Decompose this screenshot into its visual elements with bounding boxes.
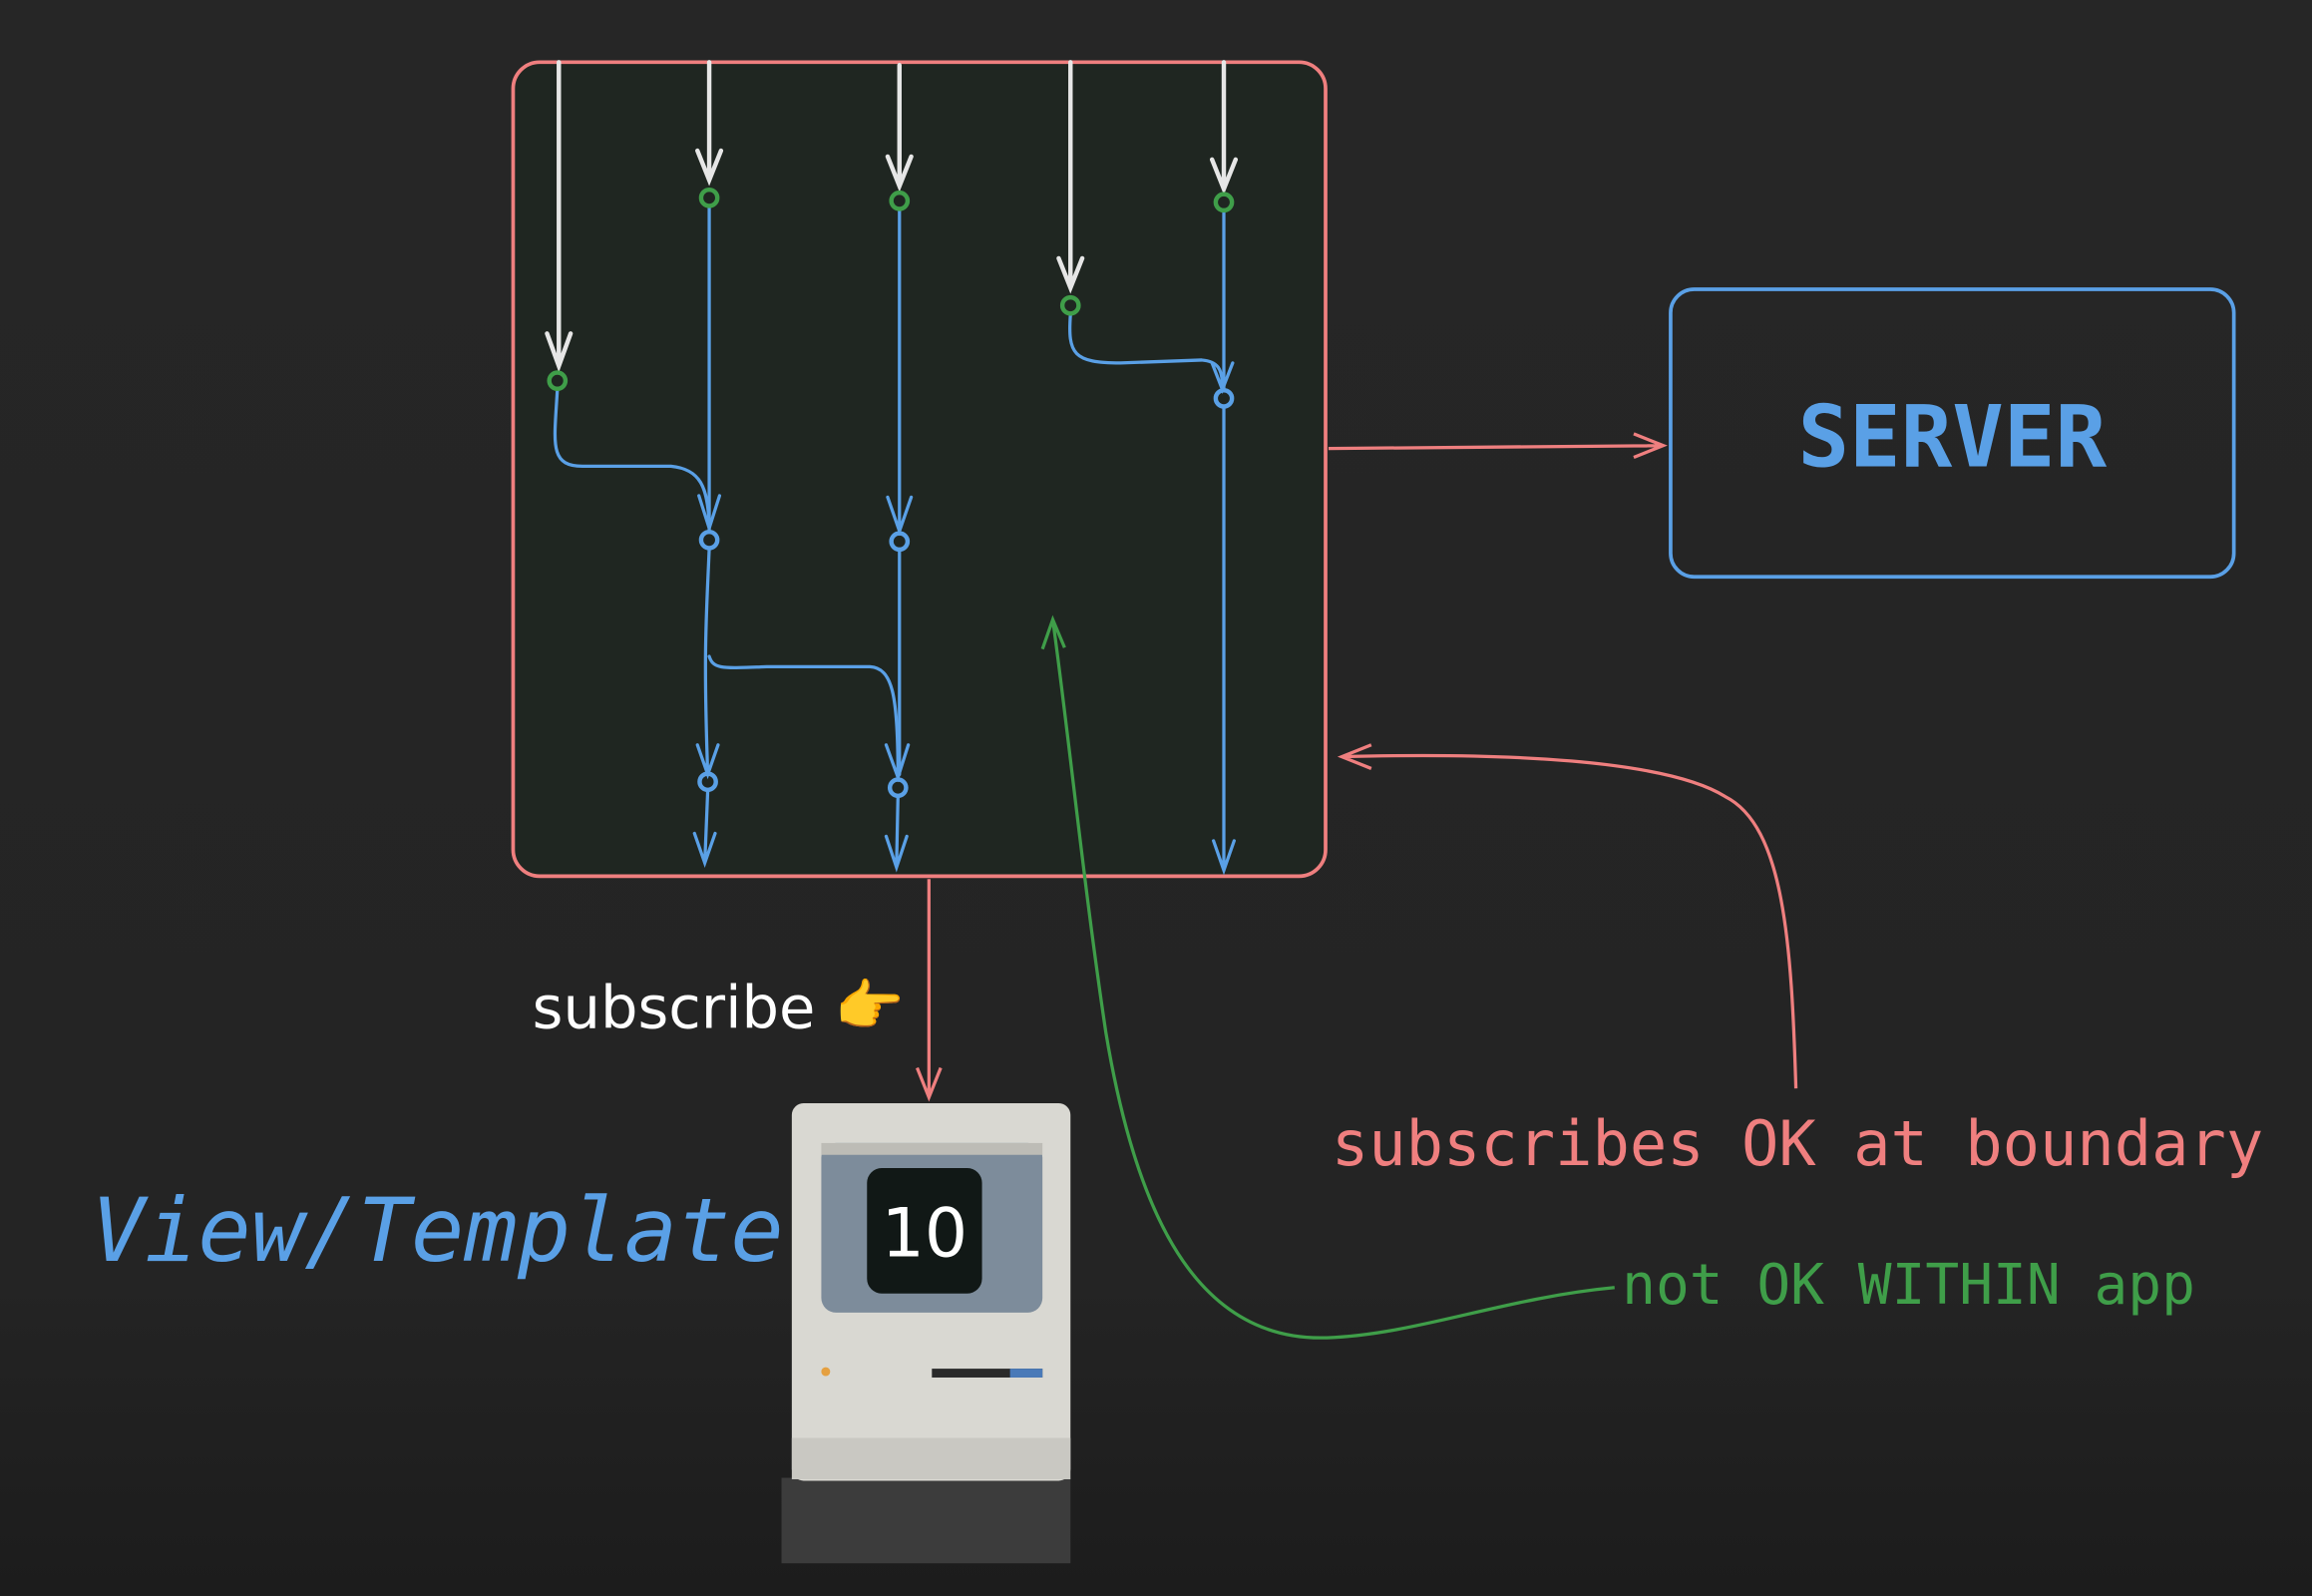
- screen-value: 10: [882, 1195, 968, 1274]
- subscribe-label: subscribe: [533, 974, 816, 1042]
- server-label: SERVER: [1797, 387, 2107, 487]
- app-boundary-box: [511, 60, 1328, 879]
- ok-note: subscribes OK at boundary: [1332, 1107, 2263, 1180]
- subscribe-arrow: [916, 879, 943, 1102]
- app-to-server-arrow: [1328, 432, 1668, 460]
- view-template-label: View/Template: [92, 1179, 784, 1282]
- pointing-hand-icon: 👉: [835, 976, 905, 1038]
- computer-icon: 10: [781, 1103, 1071, 1564]
- within-app-arrow: [1040, 614, 1615, 1340]
- stream-nodes: [697, 388, 1235, 798]
- server-to-app-arrow: [1337, 743, 1798, 1089]
- not-ok-note: not OK WITHIN app: [1622, 1253, 2195, 1318]
- server-box: [1669, 287, 2236, 580]
- source-nodes: [547, 187, 1235, 391]
- source-arrows: [545, 60, 1239, 373]
